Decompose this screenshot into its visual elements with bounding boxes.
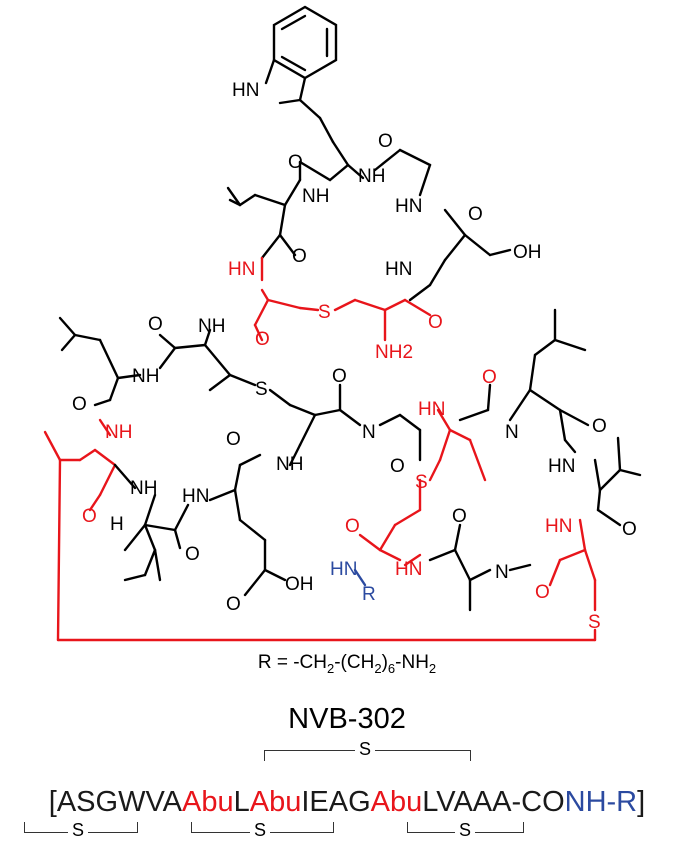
middle-ring-bonds xyxy=(58,316,422,467)
o-label: O xyxy=(535,582,550,603)
abu-left-bonds xyxy=(43,418,597,642)
lanthionine-bridge-top xyxy=(253,256,432,342)
bridge-s-label: S xyxy=(355,739,376,760)
o-label: O xyxy=(226,594,241,615)
nh-label: NH xyxy=(358,166,385,187)
seq-segment-abu: Abu xyxy=(249,786,302,818)
bridge-s-label: S xyxy=(250,820,271,841)
compound-name: NVB-302 xyxy=(288,703,406,735)
r-label: R xyxy=(362,584,376,605)
o-label: O xyxy=(255,329,270,350)
r-def-part: ) xyxy=(381,652,388,673)
seq-segment: IEAG xyxy=(301,786,371,818)
hn-label: HN xyxy=(228,259,255,280)
o-label: O xyxy=(592,416,607,437)
o-label: O xyxy=(226,429,241,450)
o-label: O xyxy=(622,519,637,540)
seq-segment-abu: Abu xyxy=(182,786,234,818)
hn-label: HN xyxy=(395,559,422,580)
lower-middle-bonds xyxy=(428,523,532,612)
peptide-structure-diagram: HN O O NH NH HN O O OH HN xyxy=(43,5,642,642)
o-label: O xyxy=(332,366,347,387)
hn-label: HN xyxy=(418,399,445,420)
o-label: O xyxy=(148,314,163,335)
r-def-sub: 6 xyxy=(387,660,396,676)
nh-label: NH xyxy=(130,478,157,499)
r-group-bonds xyxy=(353,568,367,587)
o-label: O xyxy=(452,506,467,527)
n-label: N xyxy=(362,422,376,443)
o-label: O xyxy=(468,204,483,225)
o-label: O xyxy=(82,506,97,527)
hn-r-label: HN xyxy=(330,559,357,580)
seq-segment: ASGWVA xyxy=(56,786,182,818)
indole-ring xyxy=(264,5,338,144)
close-bracket: ] xyxy=(637,786,646,818)
o-label: O xyxy=(428,312,443,333)
s-label: S xyxy=(255,379,268,400)
r-def-part: R = -CH xyxy=(257,652,327,673)
s-label: S xyxy=(415,472,428,493)
n-label: N xyxy=(495,562,509,583)
seq-segment-abu: Abu xyxy=(370,786,423,818)
o-label: O xyxy=(292,246,307,267)
sequence-line: [ASGWVAAbuLAbuIEAGAbuLVAAA-CONH-R] xyxy=(0,786,694,819)
top-ring-bonds xyxy=(226,140,512,302)
seq-segment-nhr: NH-R xyxy=(564,786,638,818)
nh-label: NH xyxy=(302,186,329,207)
nh-label: NH xyxy=(276,454,303,475)
o-label: O xyxy=(185,544,200,565)
nh-label: NH xyxy=(198,316,225,337)
right-ring-bonds xyxy=(458,308,642,527)
seq-segment: L xyxy=(233,786,250,818)
open-bracket: [ xyxy=(48,786,57,818)
s-label: S xyxy=(588,612,601,633)
h-stereo-label: H xyxy=(110,514,124,535)
r-def-sub: 2 xyxy=(327,660,335,676)
nh2-label: NH2 xyxy=(375,342,413,363)
o-label: O xyxy=(345,516,360,537)
hn-label: HN xyxy=(548,456,575,477)
hn-label: HN xyxy=(545,516,572,537)
r-def-sub: 2 xyxy=(428,660,437,676)
r-def-sub: 2 xyxy=(374,660,382,676)
oh-label: OH xyxy=(285,574,314,595)
hn-label: HN xyxy=(182,486,209,507)
oh-label: OH xyxy=(513,242,542,263)
r-def-part: -NH xyxy=(395,652,429,673)
nh-label: NH xyxy=(132,366,159,387)
o-label: O xyxy=(482,367,497,388)
s-label: S xyxy=(318,302,331,323)
nh-label: NH xyxy=(105,422,132,443)
peptide-sequence: S [ASGWVAAbuLAbuIEAGAbuLVAAA-CONH-R] S S… xyxy=(0,738,694,845)
hn-label: HN xyxy=(395,196,422,217)
o-label: O xyxy=(288,152,303,173)
n-label: N xyxy=(505,422,519,443)
bridge-s-label: S xyxy=(68,820,89,841)
o-label: O xyxy=(378,131,393,152)
lower-left-bonds xyxy=(113,453,287,597)
o-label: O xyxy=(390,456,405,477)
bridge-s-label: S xyxy=(455,820,476,841)
r-group-definition: R = -CH2-(CH2)6-NH2 xyxy=(0,652,694,676)
r-def-part: -(CH xyxy=(334,652,375,673)
seq-segment: LVAAA-CO xyxy=(422,786,565,818)
hn-label: HN xyxy=(385,259,412,280)
indole-nh-label: HN xyxy=(232,80,259,101)
o-label: O xyxy=(72,394,87,415)
abu-right-bonds xyxy=(358,408,597,612)
